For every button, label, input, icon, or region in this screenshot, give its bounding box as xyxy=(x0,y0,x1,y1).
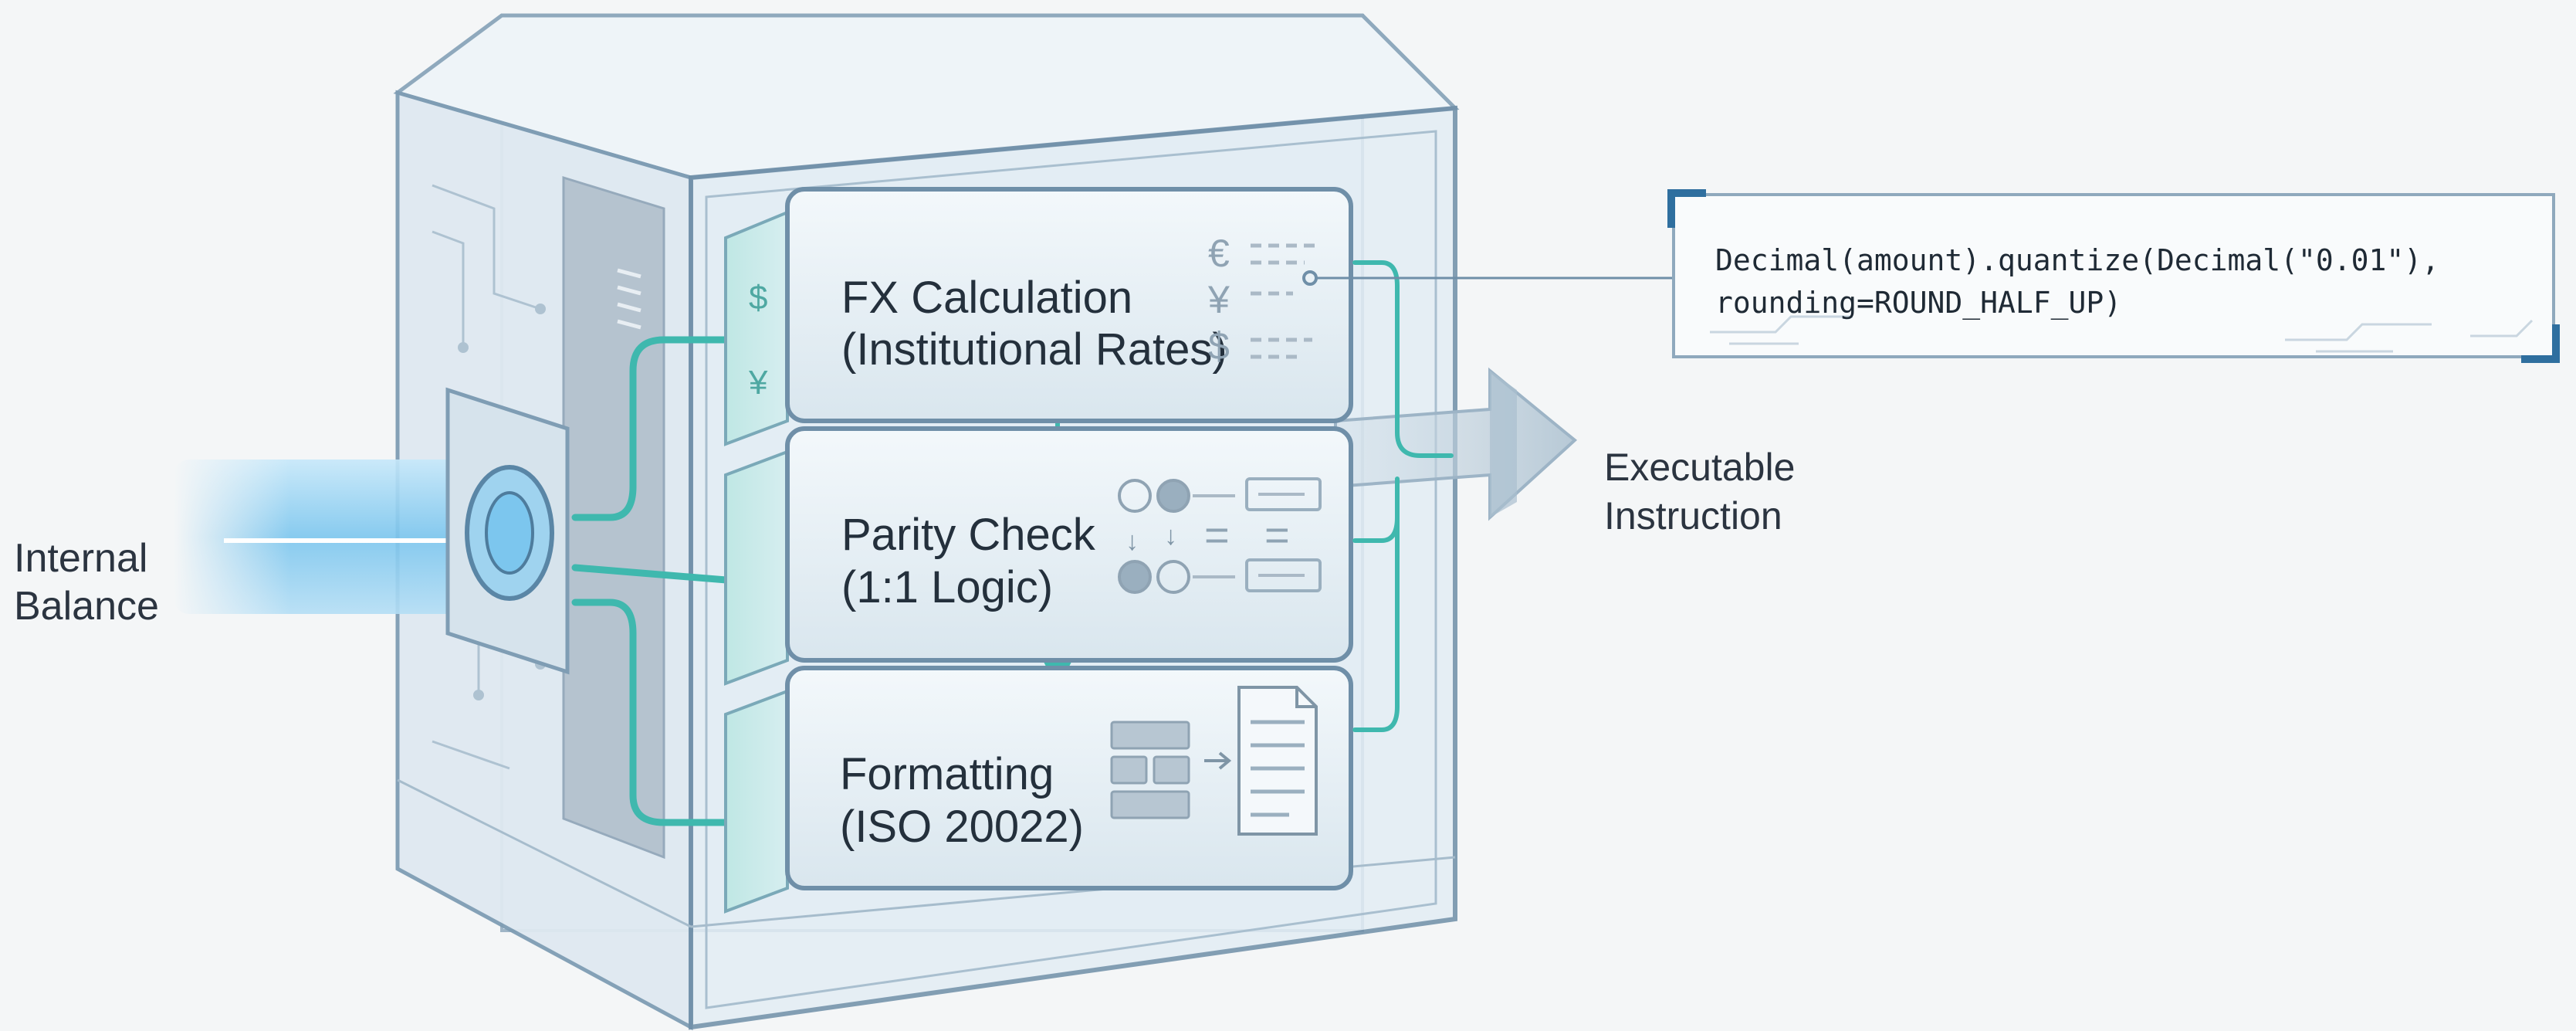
parity-arrow-2: ↓ xyxy=(1164,521,1177,551)
input-flow xyxy=(174,387,570,675)
code-callout: Decimal(amount).quantize(Decimal("0.01")… xyxy=(1316,189,2560,363)
output-routing xyxy=(1352,260,1454,732)
stage-parity-check: Parity Check (1:1 Logic) ↓ ↓ = = xyxy=(724,426,1353,686)
parity-logic-icon: ↓ ↓ = = xyxy=(1118,477,1322,594)
parity-equals-2: = xyxy=(1264,510,1290,559)
arrow-to-format xyxy=(571,599,785,850)
arrow-to-fx xyxy=(571,312,785,521)
input-label-line2: Balance xyxy=(14,584,159,629)
side-symbol-dollar: $ xyxy=(749,279,767,317)
parity-arrow-1: ↓ xyxy=(1126,527,1139,556)
stage-title-fx-line2: (Institutional Rates) xyxy=(841,324,1227,375)
input-label-line1: Internal xyxy=(14,536,147,581)
currency-symbol-dollar: $ xyxy=(1208,324,1230,368)
output-label-line2: Instruction xyxy=(1604,494,1782,538)
stage-formatting: Formatting (ISO 20022) xyxy=(724,666,1353,914)
code-line-2: rounding=ROUND_HALF_UP) xyxy=(1715,286,2121,320)
stage-title-format-line2: (ISO 20022) xyxy=(840,802,1084,852)
stage-title-format-line1: Formatting xyxy=(840,749,1054,799)
format-document-icon xyxy=(1110,686,1318,836)
output-label-line1: Executable xyxy=(1604,446,1795,489)
currency-symbol-euro: € xyxy=(1208,232,1230,275)
side-symbol-yen: ¥ xyxy=(748,364,768,402)
stage-fx-calculation: $ ¥ FX Calculation (Institutional Rates)… xyxy=(724,187,1353,446)
stage-title-parity-line1: Parity Check xyxy=(841,510,1096,560)
parity-equals-1: = xyxy=(1204,510,1230,559)
stage-title-parity-line2: (1:1 Logic) xyxy=(841,562,1053,612)
currency-list-icon: € ¥ $ xyxy=(1207,232,1318,368)
currency-symbol-yen: ¥ xyxy=(1207,278,1230,321)
code-line-1: Decimal(amount).quantize(Decimal("0.01")… xyxy=(1715,243,2439,277)
stage-title-fx-line1: FX Calculation xyxy=(841,273,1132,323)
